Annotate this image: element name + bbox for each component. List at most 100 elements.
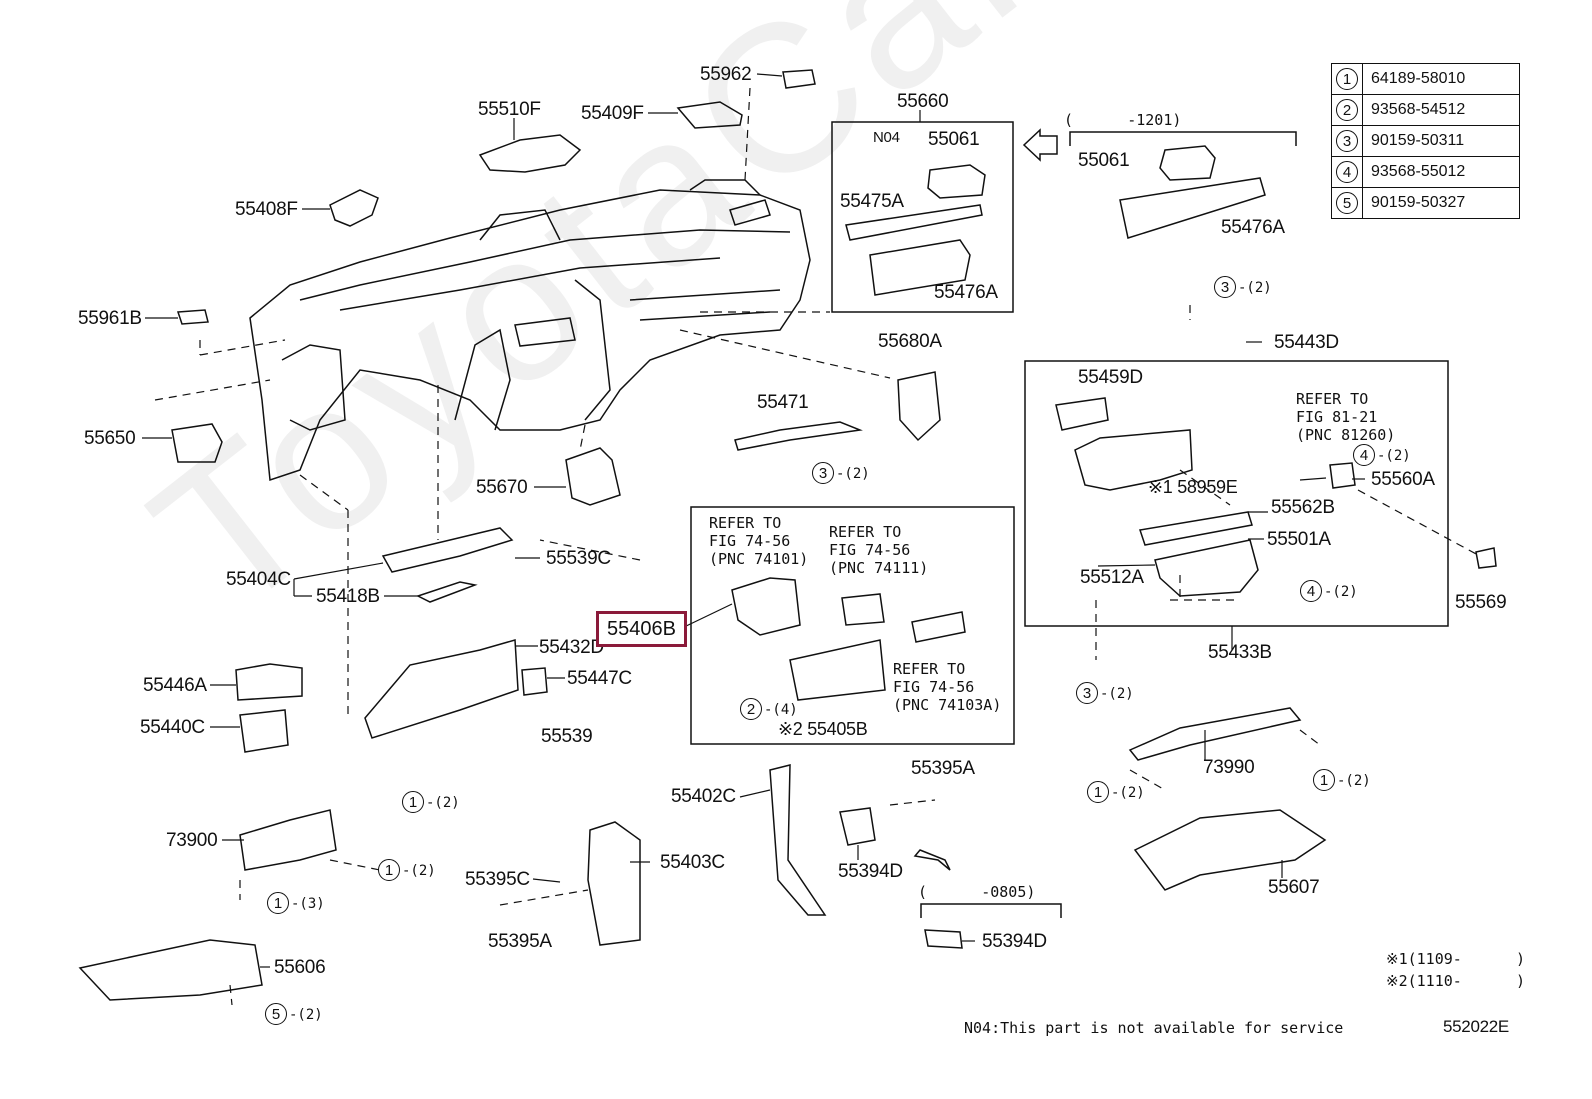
callout-qty: -(3): [291, 896, 325, 912]
part-55476A-shape-b: [1119, 177, 1266, 239]
part-label-55403C[interactable]: 55403C: [660, 852, 725, 873]
part-label-55395A-b[interactable]: 55395A: [488, 931, 552, 952]
callout-circle[interactable]: 3: [1214, 276, 1236, 298]
refer-note-74111[interactable]: REFER TO FIG 74-56 (PNC 74111): [829, 523, 929, 577]
part-label-55961B[interactable]: 55961B: [78, 308, 142, 329]
part-55447C-shape: [521, 667, 548, 696]
table-row: 2 93568-54512: [1331, 94, 1520, 126]
callout-circle[interactable]: 1: [267, 892, 289, 914]
part-55405B-shape: [789, 639, 886, 701]
part-55606-shape: [78, 939, 263, 1001]
part-label-73990[interactable]: 73990: [1203, 757, 1255, 778]
callout-circle[interactable]: 5: [265, 1003, 287, 1025]
callout-circle[interactable]: 1: [1087, 781, 1109, 803]
part-label-55395A-a[interactable]: 55395A: [911, 758, 975, 779]
part-label-55680A[interactable]: 55680A: [878, 331, 942, 352]
part-label-55607[interactable]: 55607: [1268, 877, 1320, 898]
part-label-55670[interactable]: 55670: [476, 477, 528, 498]
part-label-55405B[interactable]: ※2 55405B: [778, 719, 868, 739]
ref-pn-4[interactable]: 93568-55012: [1362, 156, 1520, 188]
part-label-55433B[interactable]: 55433B: [1208, 642, 1272, 663]
part-label-55395C[interactable]: 55395C: [465, 869, 530, 890]
part-55607-shape: [1133, 809, 1327, 891]
part-label-55560A[interactable]: 55560A: [1371, 469, 1435, 490]
part-73900-shape: [239, 809, 337, 871]
part-label-55443D[interactable]: 55443D: [1274, 332, 1339, 353]
part-label-55660[interactable]: 55660: [897, 91, 949, 112]
part-label-73900[interactable]: 73900: [166, 830, 218, 851]
part-label-55061-a[interactable]: 55061: [928, 129, 980, 150]
part-55459D-shape: [1055, 397, 1109, 431]
date-note-1: ※1(1109- ): [1386, 950, 1525, 968]
part-55512A-shape: [1154, 539, 1259, 597]
part-55402C-shape: [769, 764, 827, 916]
part-label-55409F[interactable]: 55409F: [581, 103, 644, 124]
callout-qty: -(2): [402, 863, 436, 879]
part-55418B-shape: [416, 581, 478, 603]
ref-pn-5[interactable]: 90159-50327: [1362, 187, 1520, 219]
part-label-55471[interactable]: 55471: [757, 392, 809, 413]
ref-pn-2[interactable]: 93568-54512: [1362, 94, 1520, 126]
part-label-55459D[interactable]: 55459D: [1078, 367, 1143, 388]
part-label-55418B[interactable]: 55418B: [316, 586, 380, 607]
part-label-55476A-b[interactable]: 55476A: [1221, 217, 1285, 238]
callout-qty: -(4): [764, 702, 798, 718]
ref-pn-1[interactable]: 64189-58010: [1362, 63, 1520, 95]
callout-circle[interactable]: 4: [1300, 580, 1322, 602]
part-55476A-shape-a: [869, 239, 971, 296]
part-label-55501A[interactable]: 55501A: [1267, 529, 1331, 550]
part-label-58959E[interactable]: ※1 58959E: [1148, 477, 1238, 497]
part-label-55440C[interactable]: 55440C: [140, 717, 205, 738]
part-label-55510F[interactable]: 55510F: [478, 99, 541, 120]
part-55560A-shape: [1329, 462, 1356, 489]
part-label-55650[interactable]: 55650: [84, 428, 136, 449]
part-label-55539[interactable]: 55539: [541, 726, 593, 747]
part-55394D-shape-a: [839, 807, 876, 846]
callout-circle[interactable]: 1: [402, 791, 424, 813]
part-label-55408F[interactable]: 55408F: [235, 199, 298, 220]
part-label-55476A-a[interactable]: 55476A: [934, 282, 998, 303]
part-55961B-shape: [176, 309, 209, 325]
part-label-55394D-b[interactable]: 55394D: [982, 931, 1047, 952]
part-label-55394D-a[interactable]: 55394D: [838, 861, 903, 882]
part-label-55606[interactable]: 55606: [274, 957, 326, 978]
table-row: 4 93568-55012: [1331, 156, 1520, 188]
part-55680A-shape: [897, 371, 941, 442]
refer-note-81260[interactable]: REFER TO FIG 81-21 (PNC 81260): [1296, 390, 1396, 444]
callout-qty: -(2): [1324, 584, 1358, 600]
table-row: 1 64189-58010: [1331, 63, 1520, 95]
part-label-55432D[interactable]: 55432D: [539, 637, 604, 658]
callout-circle[interactable]: 1: [378, 859, 400, 881]
part-label-55447C[interactable]: 55447C: [567, 668, 632, 689]
part-label-55061-b[interactable]: 55061: [1078, 150, 1130, 171]
part-label-55446A[interactable]: 55446A: [143, 675, 207, 696]
callout-qty: -(2): [289, 1007, 323, 1023]
part-55475A-shape: [845, 204, 983, 241]
part-label-55562B[interactable]: 55562B: [1271, 497, 1335, 518]
callout-circle[interactable]: 4: [1353, 444, 1375, 466]
refer-note-74101[interactable]: REFER TO FIG 74-56 (PNC 74101): [709, 514, 809, 568]
part-label-55962[interactable]: 55962: [700, 64, 752, 85]
bracket-1201: [1069, 131, 1297, 146]
highlighted-part-55406B[interactable]: 55406B: [596, 611, 687, 647]
part-label-55404C[interactable]: 55404C: [226, 569, 291, 590]
callout-qty: -(2): [1100, 686, 1134, 702]
callout-circle[interactable]: 1: [1313, 769, 1335, 791]
part-label-55402C[interactable]: 55402C: [671, 786, 736, 807]
part-label-55539C[interactable]: 55539C: [546, 548, 611, 569]
part-label-55512A[interactable]: 55512A: [1080, 567, 1144, 588]
refer-note-74103A[interactable]: REFER TO FIG 74-56 (PNC 74103A): [893, 660, 1002, 714]
ref-pn-3[interactable]: 90159-50311: [1362, 125, 1520, 157]
box-glovebox: [1024, 360, 1449, 627]
part-label-55475A[interactable]: 55475A: [840, 191, 904, 212]
part-55394D-shape-b: [924, 929, 963, 949]
part-55409F-shape: [676, 101, 743, 129]
callout-circle[interactable]: 2: [740, 698, 762, 720]
date-range-1201: ( -1201): [1064, 111, 1182, 129]
callout-circle[interactable]: 3: [812, 462, 834, 484]
callout-qty: -(2): [1238, 280, 1272, 296]
callout-circle[interactable]: 3: [1076, 682, 1098, 704]
part-55440C-shape: [239, 709, 289, 753]
part-label-55569[interactable]: 55569: [1455, 592, 1507, 613]
